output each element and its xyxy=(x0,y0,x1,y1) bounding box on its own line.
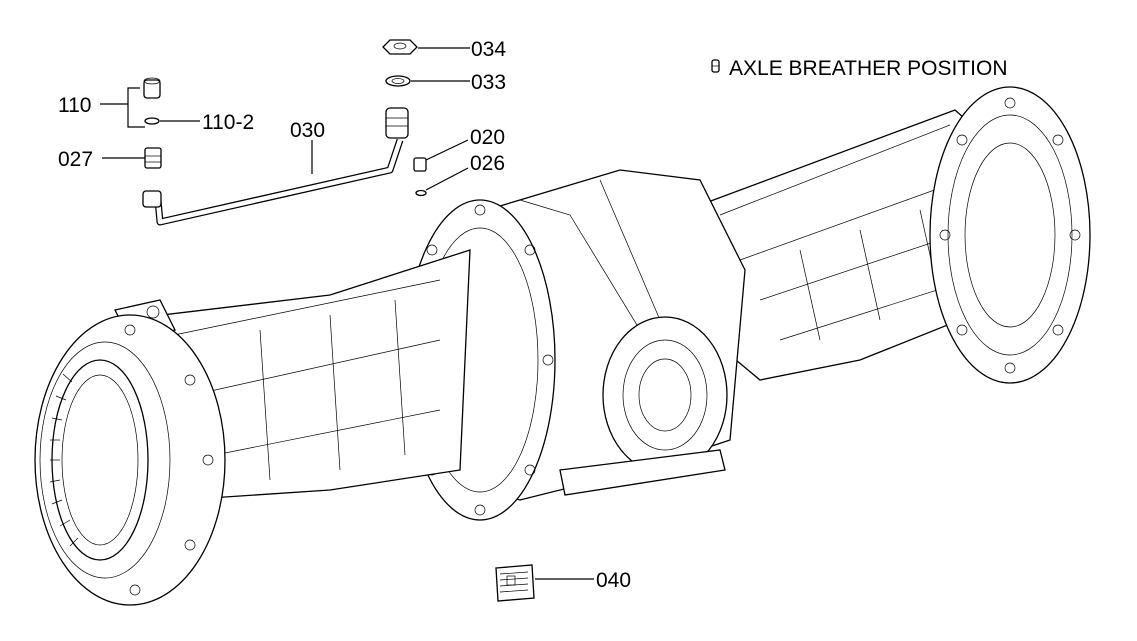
label-110: 110 xyxy=(58,94,91,117)
label-027: 027 xyxy=(58,148,93,171)
breather-title-text: AXLE BREATHER POSITION xyxy=(729,57,1008,80)
label-110-2: 110-2 xyxy=(202,111,254,134)
label-034: 034 xyxy=(471,38,506,61)
id-plate-040 xyxy=(495,564,535,602)
label-033: 033 xyxy=(471,71,506,94)
breather-icon xyxy=(711,59,720,73)
label-030: 030 xyxy=(290,119,325,142)
plug-020 xyxy=(413,157,427,172)
axle-housing xyxy=(34,86,1091,606)
label-040: 040 xyxy=(596,569,631,592)
nut-034 xyxy=(382,39,418,55)
breather-valve-110 xyxy=(143,77,161,125)
breather-pipe-030 xyxy=(142,107,409,226)
washer-033 xyxy=(385,75,411,87)
fitting-027 xyxy=(144,147,162,169)
label-026: 026 xyxy=(470,152,505,175)
label-020: 020 xyxy=(470,126,505,149)
breather-title: AXLE BREATHER POSITION xyxy=(711,57,1008,80)
seal-026 xyxy=(415,189,427,197)
